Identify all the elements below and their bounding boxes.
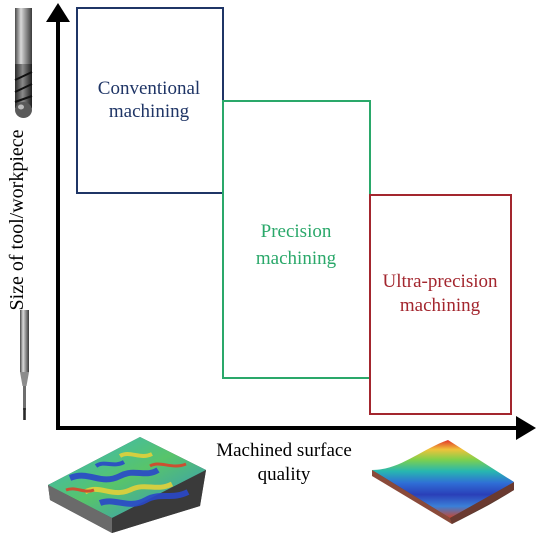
smooth-surface-map-icon [372,440,514,524]
rough-surface-map-icon [48,437,206,533]
ball-end-mill-icon [14,8,33,118]
region-label-conventional-line2: machining [109,101,190,122]
region-box-ultra-precision [369,194,512,415]
x-axis-arrowhead [516,416,536,440]
region-label-ultra-precision-line2: machining [400,295,481,316]
y-axis-label: Size of tool/workpiece [6,129,28,310]
x-axis-label-line1: Machined surface [216,440,352,461]
y-axis-arrowhead [46,3,70,22]
region-label-precision-line1: Precision [261,221,332,242]
region-label-precision-line2: machining [256,248,337,269]
micro-end-mill-icon [20,310,29,420]
x-axis-label-line2: quality [258,464,311,485]
region-label-ultra-precision-line1: Ultra-precision [382,271,498,292]
region-label-conventional-line1: Conventional [98,78,200,99]
